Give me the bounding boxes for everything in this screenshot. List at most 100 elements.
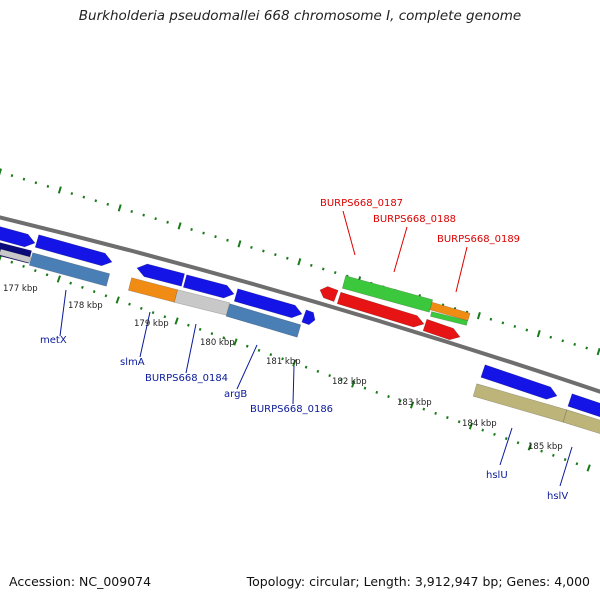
outer-ruler-tick (596, 347, 600, 356)
callout-line (59, 289, 67, 337)
outer-ruler-tick (94, 199, 98, 203)
cds-arrow (480, 364, 558, 400)
inner-ruler-tick (174, 317, 179, 325)
tick-marks (0, 168, 600, 472)
callout-line (499, 427, 513, 466)
inner-ruler-tick (398, 399, 402, 403)
outer-ruler-tick (10, 174, 14, 178)
cds-arrow (233, 288, 303, 319)
inner-ruler-tick (81, 285, 84, 289)
cds-arrow (336, 291, 425, 328)
gene-label: hslU (486, 470, 508, 481)
accession-text: Accession: NC_009074 (9, 574, 152, 589)
inner-ruler-tick (375, 390, 379, 394)
outer-ruler-tick (202, 231, 205, 235)
inner-ruler-tick (340, 378, 343, 382)
callout-line (559, 446, 573, 487)
inner-ruler-tick (493, 432, 496, 436)
inner-ruler-tick (198, 327, 202, 331)
outer-ruler-tick (214, 235, 217, 239)
inner-ruler-tick (222, 336, 226, 340)
outer-ruler-tick (309, 263, 313, 267)
outer-ruler-tick (262, 249, 265, 253)
inner-ruler-tick (33, 269, 37, 273)
outer-ruler-tick (573, 342, 577, 346)
inner-ruler-tick (387, 395, 390, 399)
inner-ruler-tick (151, 311, 155, 315)
outer-ruler-tick (177, 222, 182, 230)
outer-ruler-tick (82, 195, 86, 199)
callout-line (393, 226, 408, 273)
inner-ruler-tick (351, 380, 356, 388)
callout-line (236, 344, 258, 390)
inner-ruler-tick (69, 281, 73, 285)
outer-ruler-tick (117, 204, 122, 212)
gene-label: slmA (120, 357, 145, 368)
inner-ruler-tick (316, 369, 320, 373)
inner-ruler-tick (45, 273, 49, 277)
kbp-label: 178 kbp (68, 301, 103, 311)
cds-arrow (136, 263, 185, 287)
gene-label: BURPS668_0184 (145, 373, 228, 384)
gene-label: hslV (547, 491, 568, 502)
outer-ruler-tick (57, 186, 62, 194)
inner-ruler-tick (516, 441, 520, 445)
kbp-label: 185 kbp (528, 442, 563, 452)
gene-bar (430, 311, 468, 326)
inner-ruler-tick (257, 348, 261, 352)
gene-bar (0, 248, 32, 264)
inner-ruler-tick (328, 374, 332, 378)
inner-ruler-tick (422, 407, 426, 411)
outer-ruler-tick (525, 328, 529, 332)
outer-ruler-tick (166, 220, 169, 224)
gene-label: BURPS668_0187 (320, 198, 403, 209)
inner-ruler-tick (281, 357, 284, 361)
gene-bar (225, 303, 302, 338)
gene-features (0, 226, 600, 434)
inner-ruler-tick (446, 416, 449, 420)
inner-ruler-tick (468, 422, 474, 430)
cds-arrow (0, 226, 36, 248)
cds-arrow (567, 393, 600, 418)
outer-ruler-tick (476, 312, 481, 320)
outer-ruler-tick (297, 258, 302, 266)
inner-ruler-tick (104, 294, 108, 298)
gene-labels: metXslmABURPS668_0184argBBURPS668_0186BU… (40, 198, 568, 502)
outer-ruler-tick (536, 329, 541, 338)
inner-ruler-tick (434, 411, 437, 415)
callout-line (342, 210, 356, 256)
inner-ruler-tick (245, 344, 249, 348)
gene-bar (562, 409, 600, 434)
cds-arrow (301, 309, 316, 326)
inner-ruler-tick (481, 428, 485, 432)
outer-ruler-tick (130, 210, 134, 213)
inner-ruler-tick (128, 302, 131, 306)
callout-line (455, 246, 468, 293)
inner-ruler-tick (139, 306, 143, 310)
cds-arrow (422, 318, 461, 341)
kbp-label: 177 kbp (3, 284, 38, 294)
inner-ruler-tick (504, 437, 508, 441)
outer-ruler-tick (34, 181, 38, 185)
outer-ruler-tick (561, 339, 565, 343)
inner-ruler-tick (56, 275, 61, 283)
outer-ruler-tick (46, 184, 50, 188)
callout-line (139, 311, 151, 358)
inner-ruler-tick (115, 296, 120, 304)
outer-ruler-tick (489, 317, 493, 321)
gene-bar (28, 252, 111, 287)
outer-ruler-tick (70, 192, 74, 196)
gene-bar (341, 275, 434, 313)
callout-line (185, 323, 197, 374)
outer-ruler-tick (286, 256, 289, 260)
outer-ruler-tick (106, 202, 110, 206)
outer-ruler-tick (250, 245, 253, 249)
outer-ruler-tick (585, 346, 588, 350)
inner-ruler-tick (586, 464, 591, 472)
cds-arrow (34, 234, 113, 267)
outer-ruler-tick (321, 267, 325, 271)
inner-ruler-tick (10, 260, 14, 264)
